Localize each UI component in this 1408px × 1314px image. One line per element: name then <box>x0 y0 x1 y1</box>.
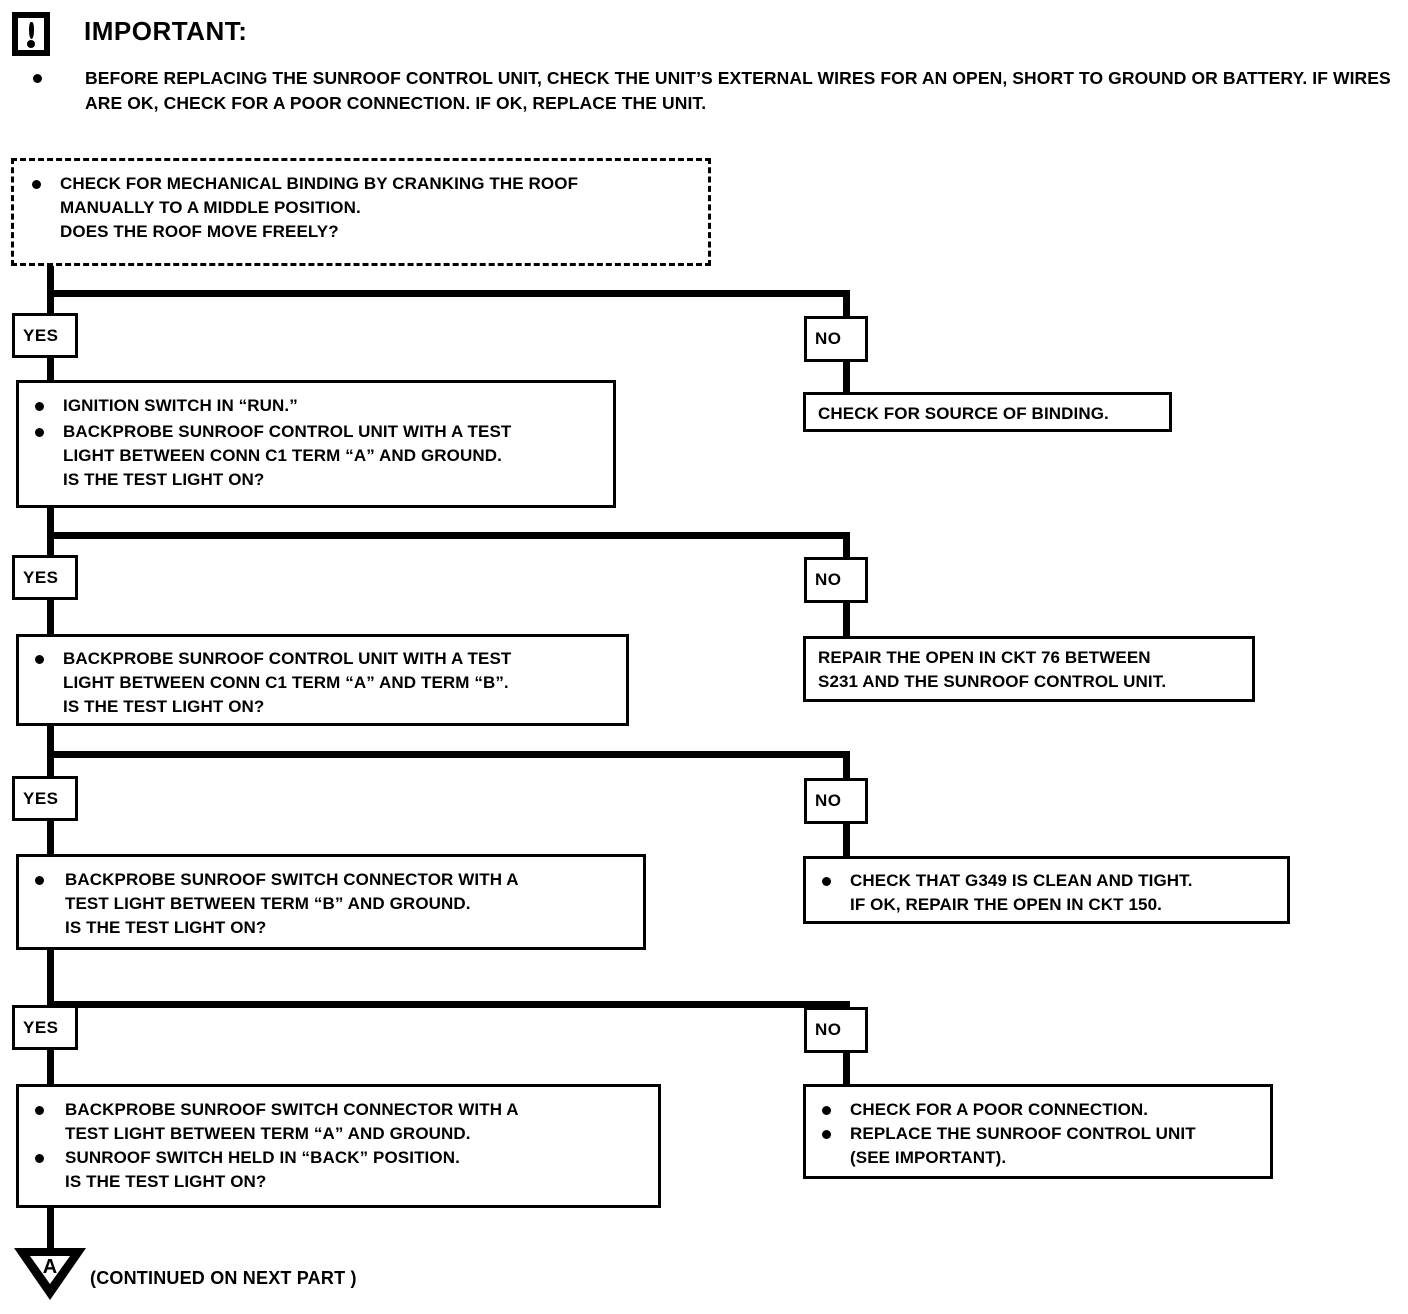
step-line: IS THE TEST LIGHT ON? <box>63 470 265 489</box>
bullet-dot <box>822 1106 831 1115</box>
step-line: LIGHT BETWEEN CONN C1 TERM “A” AND TERM … <box>63 673 509 692</box>
important-heading: IMPORTANT: <box>84 16 248 46</box>
bullet-dot <box>35 876 44 885</box>
connector-split4 <box>47 1001 850 1008</box>
step-box-3: BACKPROBE SUNROOF CONTROL UNIT WITH A TE… <box>16 634 629 726</box>
decision-no-2: NO <box>804 557 868 603</box>
bullet-dot <box>35 1106 44 1115</box>
connector-split2 <box>47 532 850 539</box>
step-line: MANUALLY TO A MIDDLE POSITION. <box>60 198 361 217</box>
connector-no4-down <box>843 1050 850 1084</box>
result-box-3: CHECK THAT G349 IS CLEAN AND TIGHT. IF O… <box>803 856 1290 924</box>
connector-no2-down <box>843 602 850 636</box>
step-line: BACKPROBE SUNROOF CONTROL UNIT WITH A TE… <box>63 649 512 668</box>
connector-split2-no-down <box>843 532 850 560</box>
decision-no-1: NO <box>804 316 868 362</box>
step-line: DOES THE ROOF MOVE FREELY? <box>60 222 339 241</box>
result-line: S231 AND THE SUNROOF CONTROL UNIT. <box>818 672 1167 691</box>
connector-split1-no-down <box>843 290 850 318</box>
step-line: LIGHT BETWEEN CONN C1 TERM “A” AND GROUN… <box>63 446 502 465</box>
triangle-inner-cutout <box>30 1256 70 1284</box>
connector-yes1-down <box>47 356 54 384</box>
step-line: TEST LIGHT BETWEEN TERM “A” AND GROUND. <box>65 1124 471 1143</box>
connector-split3-no-down <box>843 751 850 779</box>
step-line: BACKPROBE SUNROOF SWITCH CONNECTOR WITH … <box>65 1100 519 1119</box>
connector-step4-down <box>47 946 54 1004</box>
step-line: TEST LIGHT BETWEEN TERM “B” AND GROUND. <box>65 894 471 913</box>
result-box-1: CHECK FOR SOURCE OF BINDING. <box>803 392 1172 432</box>
connector-no3-down <box>843 822 850 856</box>
step-line: IGNITION SWITCH IN “RUN.” <box>63 396 298 415</box>
decision-no-3: NO <box>804 778 868 824</box>
connector-split1 <box>47 290 850 297</box>
bullet-dot <box>35 402 44 411</box>
result-box-4: CHECK FOR A POOR CONNECTION. REPLACE THE… <box>803 1084 1273 1179</box>
step-line: BACKPROBE SUNROOF CONTROL UNIT WITH A TE… <box>63 422 512 441</box>
result-line: CHECK FOR A POOR CONNECTION. <box>850 1100 1149 1119</box>
continuation-marker-letter: A <box>42 1256 58 1278</box>
bullet-dot <box>35 1154 44 1163</box>
step-line: IS THE TEST LIGHT ON? <box>65 1172 267 1191</box>
continuation-text: (CONTINUED ON NEXT PART ) <box>90 1268 357 1288</box>
result-line: REPLACE THE SUNROOF CONTROL UNIT <box>850 1124 1196 1143</box>
exclamation-in-box-icon <box>12 12 50 56</box>
step-line: CHECK FOR MECHANICAL BINDING BY CRANKING… <box>60 174 579 193</box>
decision-yes-4: YES <box>12 1005 78 1050</box>
result-line: IF OK, REPAIR THE OPEN IN CKT 150. <box>850 895 1162 914</box>
step-line: BACKPROBE SUNROOF SWITCH CONNECTOR WITH … <box>65 870 519 889</box>
important-body-text: BEFORE REPLACING THE SUNROOF CONTROL UNI… <box>85 68 1391 113</box>
bullet-dot <box>35 655 44 664</box>
bullet-dot <box>35 428 44 437</box>
decision-no-4: NO <box>804 1007 868 1053</box>
connector-step5-down <box>47 1205 54 1253</box>
step-line: IS THE TEST LIGHT ON? <box>63 697 265 716</box>
decision-yes-1: YES <box>12 313 78 358</box>
bullet-dot <box>32 180 41 189</box>
connector-yes2-down <box>47 598 54 636</box>
exclamation-dot <box>27 40 35 48</box>
step-box-4: BACKPROBE SUNROOF SWITCH CONNECTOR WITH … <box>16 854 646 950</box>
step-line: SUNROOF SWITCH HELD IN “BACK” POSITION. <box>65 1148 460 1167</box>
connector-yes4-down <box>47 1048 54 1086</box>
result-line: (SEE IMPORTANT). <box>850 1148 1007 1167</box>
step-line: IS THE TEST LIGHT ON? <box>65 918 267 937</box>
decision-yes-3: YES <box>12 776 78 821</box>
result-line: REPAIR THE OPEN IN CKT 76 BETWEEN <box>818 648 1151 667</box>
bullet-dot <box>33 74 42 83</box>
connector-split3 <box>47 751 850 758</box>
exclamation-stem <box>28 22 34 39</box>
result-line: CHECK THAT G349 IS CLEAN AND TIGHT. <box>850 871 1193 890</box>
connector-no1-down <box>843 360 850 392</box>
result-line: CHECK FOR SOURCE OF BINDING. <box>818 404 1109 423</box>
result-box-2: REPAIR THE OPEN IN CKT 76 BETWEEN S231 A… <box>803 636 1255 702</box>
step-box-5: BACKPROBE SUNROOF SWITCH CONNECTOR WITH … <box>16 1084 661 1208</box>
bullet-dot <box>822 1130 831 1139</box>
bullet-dot <box>822 877 831 886</box>
step-box-1: CHECK FOR MECHANICAL BINDING BY CRANKING… <box>11 158 711 266</box>
step-box-2: IGNITION SWITCH IN “RUN.” BACKPROBE SUNR… <box>16 380 616 508</box>
connector-yes3-down <box>47 820 54 856</box>
decision-yes-2: YES <box>12 555 78 600</box>
